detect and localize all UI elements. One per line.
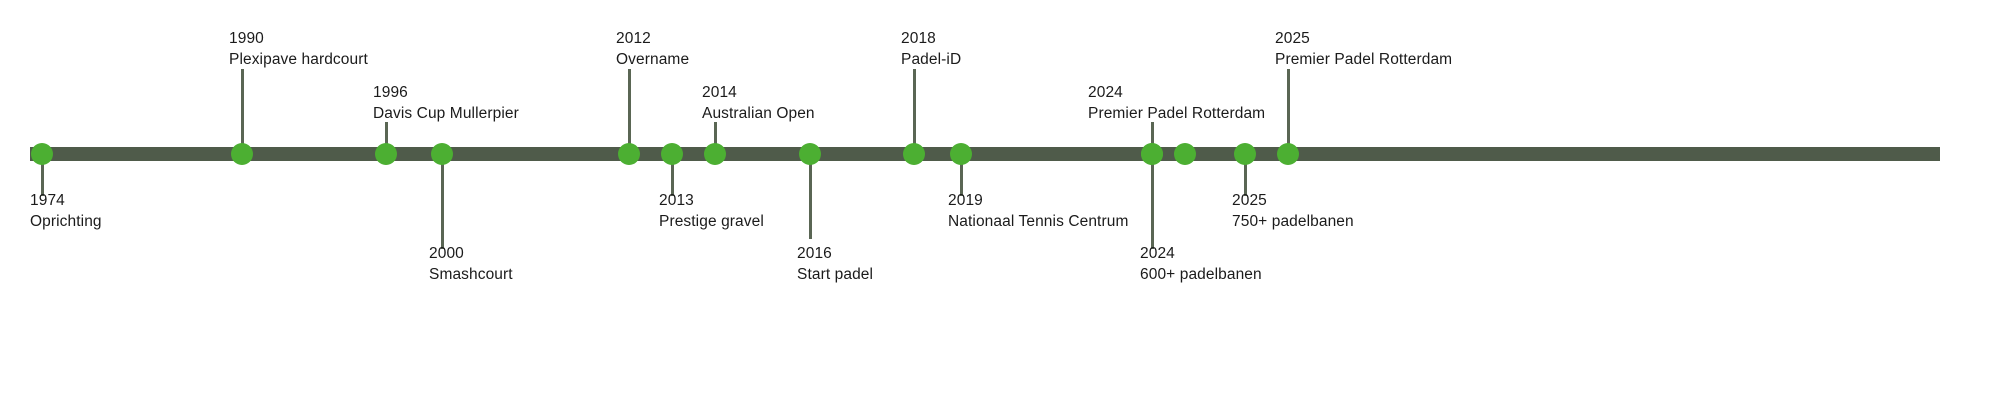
timeline-axis — [30, 147, 1940, 161]
event-label: 2024 600+ padelbanen — [1140, 243, 1262, 285]
event-node-dot[interactable] — [1141, 143, 1163, 165]
event-year: 2024 — [1140, 245, 1175, 262]
event-node-dot[interactable] — [704, 143, 726, 165]
event-connector-line — [1150, 122, 1154, 154]
event-year: 1974 — [30, 192, 65, 209]
event-node-dot[interactable] — [799, 143, 821, 165]
event-connector-line — [1150, 154, 1154, 249]
event-title: 750+ padelbanen — [1232, 213, 1354, 230]
event-node-dot[interactable] — [1234, 143, 1256, 165]
event-title: 600+ padelbanen — [1140, 266, 1262, 283]
event-year: 2024 — [1088, 84, 1123, 101]
event-title: Overname — [616, 51, 690, 68]
event-title: Davis Cup Mullerpier — [373, 105, 519, 122]
event-label: 2025 750+ padelbanen — [1232, 190, 1354, 232]
event-title: Padel-iD — [901, 51, 962, 68]
event-connector-line — [713, 122, 717, 154]
event-year: 1990 — [229, 30, 264, 47]
event-year: 2012 — [616, 30, 651, 47]
event-node-dot[interactable] — [231, 143, 253, 165]
event-title: Australian Open — [702, 105, 815, 122]
event-connector-line — [384, 122, 388, 154]
event-year: 2014 — [702, 84, 737, 101]
event-node-dot[interactable] — [1277, 143, 1299, 165]
event-year: 2025 — [1275, 30, 1310, 47]
event-year: 2019 — [948, 192, 983, 209]
event-year: 1996 — [373, 84, 408, 101]
event-connector-line — [959, 154, 963, 196]
event-connector-line — [627, 69, 631, 154]
event-title: Nationaal Tennis Centrum — [948, 213, 1129, 230]
event-year: 2018 — [901, 30, 936, 47]
event-connector-line — [912, 69, 916, 154]
event-year: 2016 — [797, 245, 832, 262]
event-title: Plexipave hardcourt — [229, 51, 368, 68]
event-node-dot[interactable] — [618, 143, 640, 165]
event-connector-line — [1243, 154, 1247, 196]
event-connector-line — [240, 69, 244, 154]
event-node-dot[interactable] — [431, 143, 453, 165]
event-connector-line — [670, 154, 674, 196]
event-title: Oprichting — [30, 213, 102, 230]
event-connector-line — [808, 154, 812, 239]
event-year: 2000 — [429, 245, 464, 262]
event-node-dot[interactable] — [903, 143, 925, 165]
event-title: Start padel — [797, 266, 874, 283]
event-node-dot[interactable] — [31, 143, 53, 165]
event-node-dot[interactable] — [1174, 143, 1196, 165]
event-title: Premier Padel Rotterdam — [1088, 105, 1266, 122]
event-node-dot[interactable] — [661, 143, 683, 165]
event-year: 2013 — [659, 192, 694, 209]
event-title: Prestige gravel — [659, 213, 764, 230]
event-year: 2025 — [1232, 192, 1267, 209]
event-connector-line — [440, 154, 444, 249]
event-connector-line — [40, 154, 44, 196]
event-connector-line — [1286, 69, 1290, 154]
event-title: Premier Padel Rotterdam — [1275, 51, 1453, 68]
event-node-dot[interactable] — [375, 143, 397, 165]
event-node-dot[interactable] — [950, 143, 972, 165]
event-title: Smashcourt — [429, 266, 513, 283]
